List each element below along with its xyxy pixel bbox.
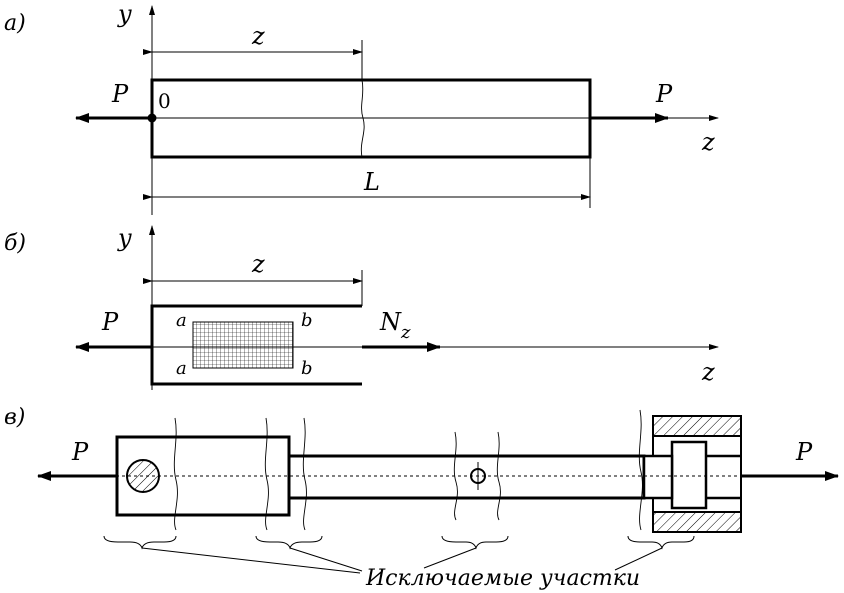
diagram-b: б) y z a a b b z P Nz xyxy=(4,224,719,390)
leader-2 xyxy=(289,547,363,572)
leader-3 xyxy=(423,547,477,569)
force-right-a-label: P xyxy=(655,80,673,108)
label-b-top: b xyxy=(301,310,313,331)
rod-end-nut xyxy=(670,440,708,510)
origin-label: 0 xyxy=(158,89,171,113)
label-a-top: a xyxy=(176,310,187,331)
leader-1 xyxy=(141,547,361,574)
z-axis-b-label: z xyxy=(701,358,715,386)
excluded-zones-label: Исключаемые участки xyxy=(365,566,640,591)
diagram-c-tag: в) xyxy=(4,405,25,430)
label-b-bottom: b xyxy=(301,358,313,379)
brace-1 xyxy=(103,535,177,550)
force-left-c-label: P xyxy=(71,438,89,466)
cut-line-4 xyxy=(453,431,458,521)
diagram-a-tag: а) xyxy=(4,11,26,36)
force-left-b-label: P xyxy=(101,308,119,336)
leader-4 xyxy=(614,547,663,571)
cut-line-1 xyxy=(173,417,178,531)
y-axis-b-label: y xyxy=(117,224,132,252)
brace-2 xyxy=(255,535,323,550)
grid-patch xyxy=(192,321,294,369)
z-axis-a-label: z xyxy=(701,128,715,156)
force-right-c-label: P xyxy=(795,438,813,466)
cut-line-6 xyxy=(638,409,643,531)
dim-L-label: L xyxy=(363,168,380,196)
cut-line-2 xyxy=(264,417,269,531)
rod xyxy=(287,454,646,500)
cut-line-3 xyxy=(302,417,307,531)
rod-end xyxy=(642,454,674,500)
brace-3 xyxy=(441,535,509,550)
diagram-a: а) y z z P P 0 L xyxy=(4,0,719,215)
origin-point xyxy=(147,113,157,123)
internal-force-label: Nz xyxy=(379,308,411,343)
label-a-bottom: a xyxy=(176,358,187,379)
dim-z-b-label: z xyxy=(251,250,265,278)
brace-4 xyxy=(627,535,695,550)
force-left-a-label: P xyxy=(111,80,129,108)
dim-z-a-label: z xyxy=(251,22,265,50)
diagram-c: в) P P xyxy=(4,405,839,591)
y-axis-a-label: y xyxy=(117,0,132,28)
diagram-b-tag: б) xyxy=(4,231,26,256)
cut-line-5 xyxy=(496,431,501,521)
